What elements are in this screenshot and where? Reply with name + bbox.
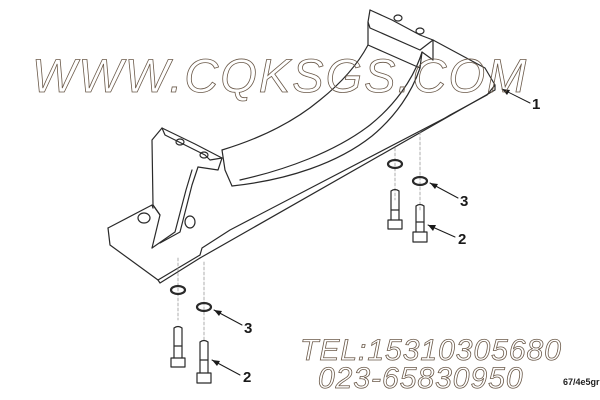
watermark-tel: TEL:15310305680 (300, 334, 562, 368)
capscrew-right-lower (412, 203, 428, 243)
callout-2-capscrew-left: 2 (243, 369, 252, 386)
capscrew-left-upper (170, 325, 186, 368)
watermark-phone: 023-65830950 (318, 362, 524, 396)
capscrew-left-lower (196, 339, 212, 384)
washer-right-upper (386, 158, 404, 170)
callout-3-washer-right: 3 (460, 193, 469, 210)
washer-left-lower (195, 301, 213, 313)
callout-3-washer-left: 3 (244, 320, 253, 337)
callout-1-bracket: 1 (532, 96, 541, 113)
callout-2-capscrew-right: 2 (458, 231, 467, 248)
capscrew-right-upper (387, 188, 403, 230)
figure-code: 67/4e5gr (563, 377, 600, 387)
washer-right-lower (411, 175, 429, 187)
watermark-url: WWW.CQKSGS.COM (32, 49, 529, 103)
washer-left-upper (169, 284, 187, 296)
leader-lines (211, 88, 531, 376)
bracket-part (107, 9, 496, 284)
